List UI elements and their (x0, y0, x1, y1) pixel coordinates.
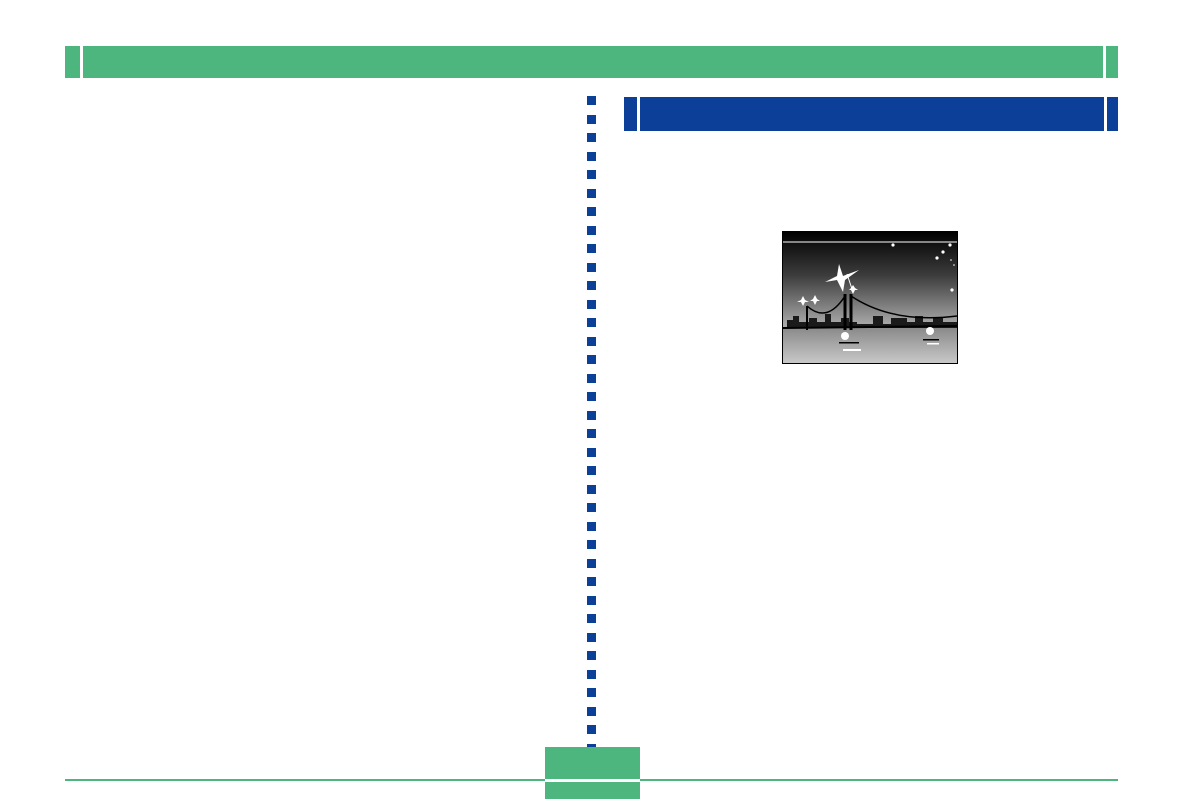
divider-dot (587, 225, 596, 235)
header-bar-divider (1103, 46, 1106, 78)
divider-dot (587, 188, 596, 198)
divider-dot (587, 429, 596, 438)
divider-dot (587, 558, 596, 568)
divider-dot (587, 725, 596, 734)
divider-dot (587, 484, 596, 494)
divider-dot (587, 410, 596, 420)
divider-dot (587, 540, 596, 549)
chapter-header-bar (65, 46, 1118, 78)
divider-dot (587, 595, 596, 605)
divider-dot (587, 281, 596, 290)
page-number-tab (545, 747, 640, 799)
divider-dot (587, 521, 596, 531)
page-tab-divider (545, 779, 640, 782)
divider-dot (587, 114, 596, 124)
divider-dot (587, 262, 596, 272)
divider-dot (587, 392, 596, 401)
section-heading-bar (624, 97, 1118, 131)
header-bar-divider (80, 46, 83, 78)
divider-dot (587, 669, 596, 679)
divider-dot (587, 447, 596, 457)
divider-dot (587, 170, 596, 179)
divider-dot (587, 466, 596, 475)
divider-dot (587, 207, 596, 216)
divider-dot (587, 244, 596, 253)
section-bar-divider (637, 97, 640, 131)
divider-dot (587, 577, 596, 586)
divider-dot (587, 706, 596, 716)
night-scene-illustration (782, 231, 958, 364)
divider-dot (587, 632, 596, 642)
divider-dot (587, 614, 596, 623)
section-bar-divider (1104, 97, 1107, 131)
divider-dot (587, 96, 596, 105)
divider-dot (587, 133, 596, 142)
divider-dot (587, 373, 596, 383)
divider-dot (587, 151, 596, 161)
divider-dot (587, 688, 596, 697)
divider-dot (587, 651, 596, 660)
divider-dot (587, 318, 596, 327)
divider-dot (587, 503, 596, 512)
column-divider (587, 96, 596, 753)
divider-dot (587, 336, 596, 346)
divider-dot (587, 355, 596, 364)
divider-dot (587, 299, 596, 309)
night-bridge-image (783, 232, 957, 363)
